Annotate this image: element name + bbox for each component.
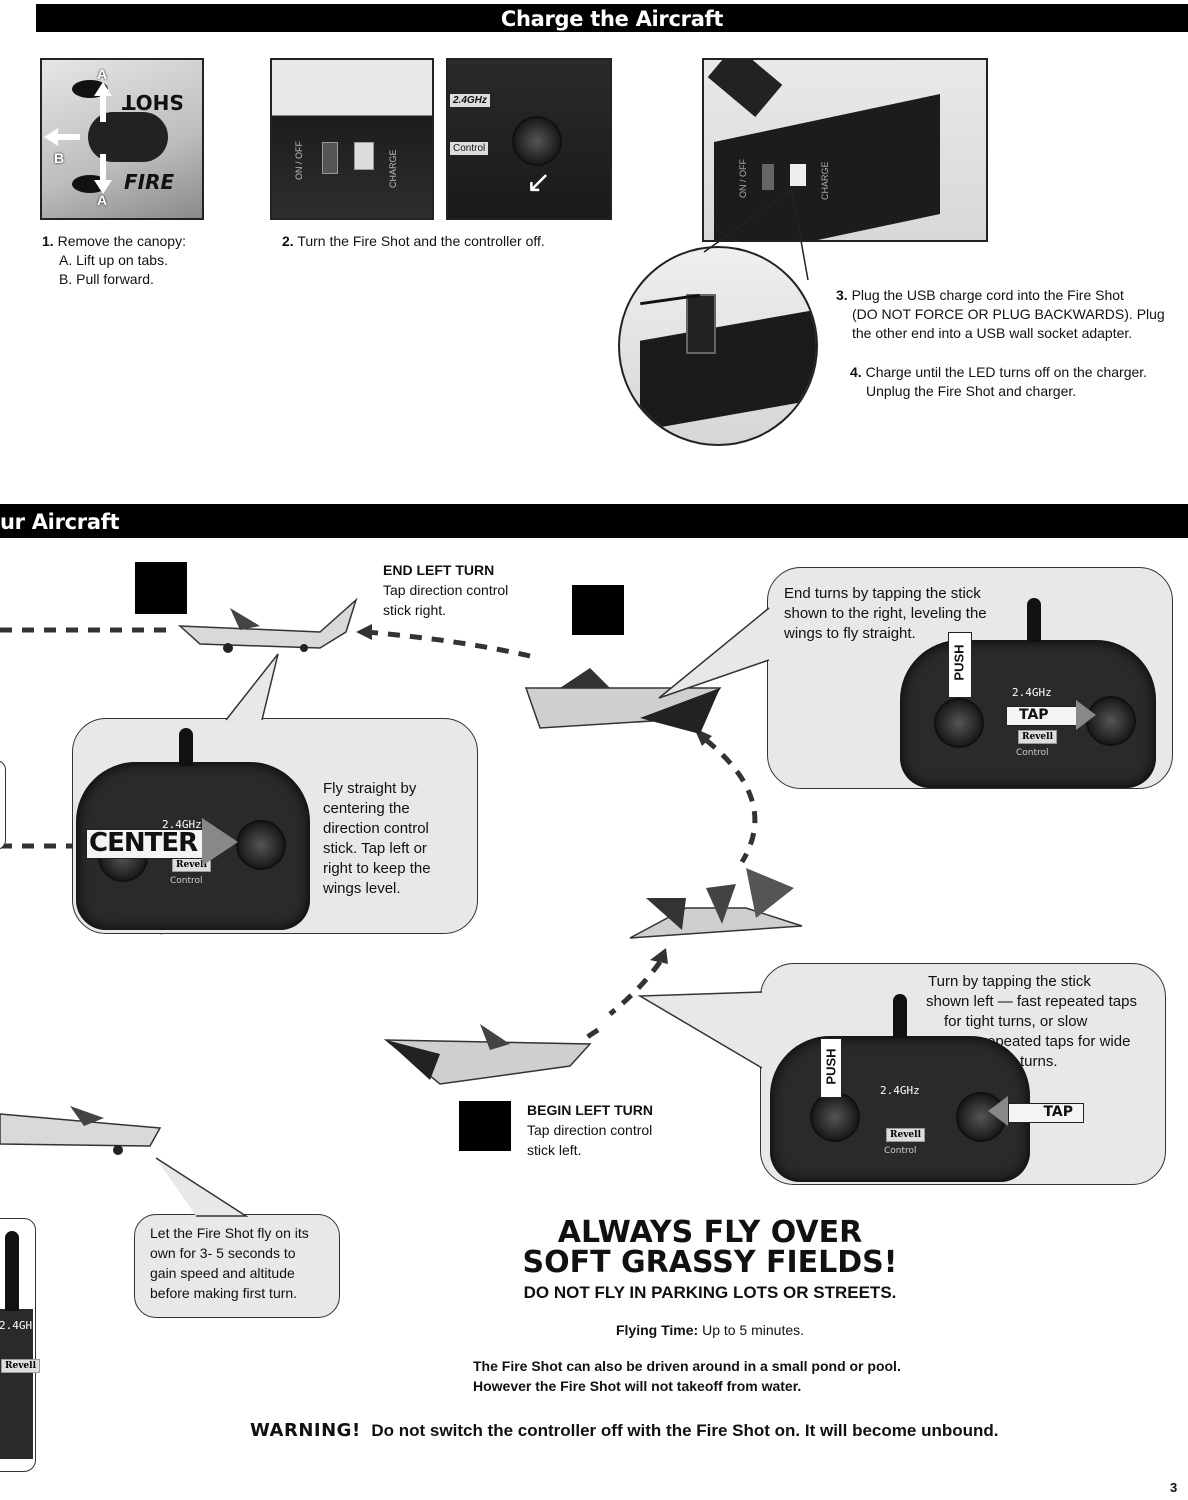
controller-left-turn: 2.4GHz Revell Control (770, 1036, 1030, 1182)
cropped-bubble-left (0, 760, 6, 850)
on-off-label: ON / OFF (294, 141, 304, 180)
page-number: 3 (1170, 1480, 1178, 1495)
aircraft-head-on (629, 868, 803, 939)
aircraft-launch (0, 1106, 162, 1155)
step-4-text: 4. Charge until the LED turns off on the… (850, 364, 1148, 399)
decal-shot: SHOT (122, 90, 184, 114)
flying-time: Flying Time: Up to 5 minutes. (615, 1322, 805, 1338)
step-2-text: 2. Turn the Fire Shot and the controller… (282, 233, 545, 249)
step-3-text: 3. Plug the USB charge cord into the Fir… (836, 287, 1165, 341)
step-marker-begin-turn (459, 1101, 511, 1151)
tap-arrowhead-right-icon (1076, 700, 1096, 730)
push-arrow-right: PUSH (948, 632, 972, 698)
aircraft-banked-turn (524, 668, 722, 734)
zoom-detail-circle (618, 246, 818, 446)
fly-straight-text: Fly straight by centering the direction … (323, 780, 431, 897)
begin-left-turn-caption: BEGIN LEFT TURN Tap direction control st… (527, 1102, 653, 1158)
usb-charge-photo: ON / OFF CHARGE (702, 58, 988, 242)
charge-section-header: Charge the Aircraft (36, 4, 1188, 32)
fly-section-header: ur Aircraft (0, 504, 1188, 538)
launch-text: Let the Fire Shot fly on its own for 3- … (150, 1225, 309, 1301)
antenna-center (179, 728, 193, 766)
warning-label: WARNING! (250, 1420, 361, 1441)
warning-line: WARNING! Do not switch the controller of… (250, 1420, 999, 1441)
tab-label-b: B (54, 150, 65, 166)
controller-off-photo: 2.4GHz Control ↙ (446, 58, 612, 220)
charge-label: CHARGE (388, 149, 398, 188)
decal-fire: FIRE (124, 170, 175, 194)
fly-section-title: ur Aircraft (0, 510, 120, 534)
charge-section-title: Charge the Aircraft (500, 7, 724, 31)
switch-off-photo: ON / OFF CHARGE (270, 58, 434, 220)
center-arrowhead-icon (202, 818, 238, 866)
antenna-left-turn (893, 994, 907, 1038)
canopy-removal-photo: SHOT FIRE A A B (40, 58, 204, 220)
usb-charge-label: CHARGE (820, 161, 830, 200)
end-left-turn-caption: END LEFT TURN Tap direction control stic… (383, 562, 509, 618)
step-marker-turn (572, 585, 624, 635)
launch-bubble (134, 1214, 340, 1318)
push-arrow-left-turn: PUSH (820, 1038, 842, 1098)
tap-label-right: TAP (1006, 706, 1078, 726)
tap-arrowhead-left-icon (988, 1096, 1008, 1126)
step-marker-end-turn (135, 562, 187, 614)
tap-label-left: TAP (1008, 1103, 1084, 1123)
end-turns-pointer (658, 607, 770, 699)
control-badge: Control (450, 142, 489, 155)
tab-label-a-bottom: A (97, 192, 108, 208)
antenna-right (1027, 598, 1041, 642)
cropped-controller-left: 2.4GHz Revell (0, 1218, 40, 1472)
step-1-text: 1. Remove the canopy: A. Lift up on tabs… (42, 233, 186, 287)
aircraft-end-turn (177, 597, 358, 653)
launch-pointer (155, 1157, 249, 1217)
aircraft-begin-turn (383, 1024, 592, 1085)
water-note: The Fire Shot can also be driven around … (473, 1358, 901, 1394)
fly-straight-pointer (225, 653, 279, 721)
up-arrow-icon (94, 82, 112, 96)
end-turns-text: End turns by tapping the stick shown to … (784, 585, 987, 642)
turn-text: Turn by tapping the stick shown left — f… (926, 973, 1137, 1070)
left-arrow-icon (44, 128, 58, 146)
turn-pointer (637, 991, 763, 1069)
pointer-arrow-icon: ↙ (526, 166, 552, 199)
zoom-connector-lines (703, 189, 809, 281)
safety-subtitle: DO NOT FLY IN PARKING LOTS OR STREETS. (523, 1283, 897, 1302)
down-arrow-icon (94, 180, 112, 194)
freq-badge: 2.4GHz (450, 94, 490, 107)
safety-headline: ALWAYS FLY OVER SOFT GRASSY FIELDS! (522, 1215, 898, 1280)
tab-label-a-top: A (97, 66, 108, 82)
center-label: CENTER (86, 828, 204, 859)
